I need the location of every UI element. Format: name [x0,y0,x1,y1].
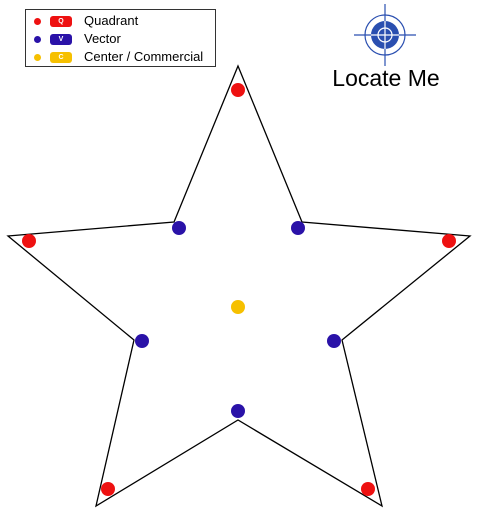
vector-badge: V [50,34,72,45]
quadrant-point-top[interactable] [231,83,245,97]
locate-me-label: Locate Me [332,65,440,91]
center-badge: C [50,52,72,63]
quadrant-point-left[interactable] [22,234,36,248]
locate-me-button[interactable]: Locate Me [322,4,450,94]
quadrant-point-right[interactable] [442,234,456,248]
legend-label-quadrant: Quadrant [84,13,139,28]
vector-point-mid-right[interactable] [327,334,341,348]
legend-item-quadrant: Q Quadrant [26,12,215,30]
legend-item-vector: V Vector [26,30,215,48]
vector-point-upper-right[interactable] [291,221,305,235]
vector-point-upper-left[interactable] [172,221,186,235]
quadrant-point-bottom-left[interactable] [101,482,115,496]
star-outline [6,64,472,508]
quadrant-dot-icon [34,18,41,25]
vector-point-mid-left[interactable] [135,334,149,348]
quadrant-point-bottom-right[interactable] [361,482,375,496]
legend-label-center: Center / Commercial [84,49,204,64]
crosshair-target-icon [354,4,416,66]
vector-dot-icon [34,36,41,43]
quadrant-badge: Q [50,16,72,27]
center-point[interactable] [231,300,245,314]
center-dot-icon [34,54,41,61]
vector-point-bottom[interactable] [231,404,245,418]
legend: Q Quadrant V Vector C Center / Commercia… [25,9,216,67]
legend-item-center: C Center / Commercial [26,48,215,66]
legend-label-vector: Vector [84,31,121,46]
